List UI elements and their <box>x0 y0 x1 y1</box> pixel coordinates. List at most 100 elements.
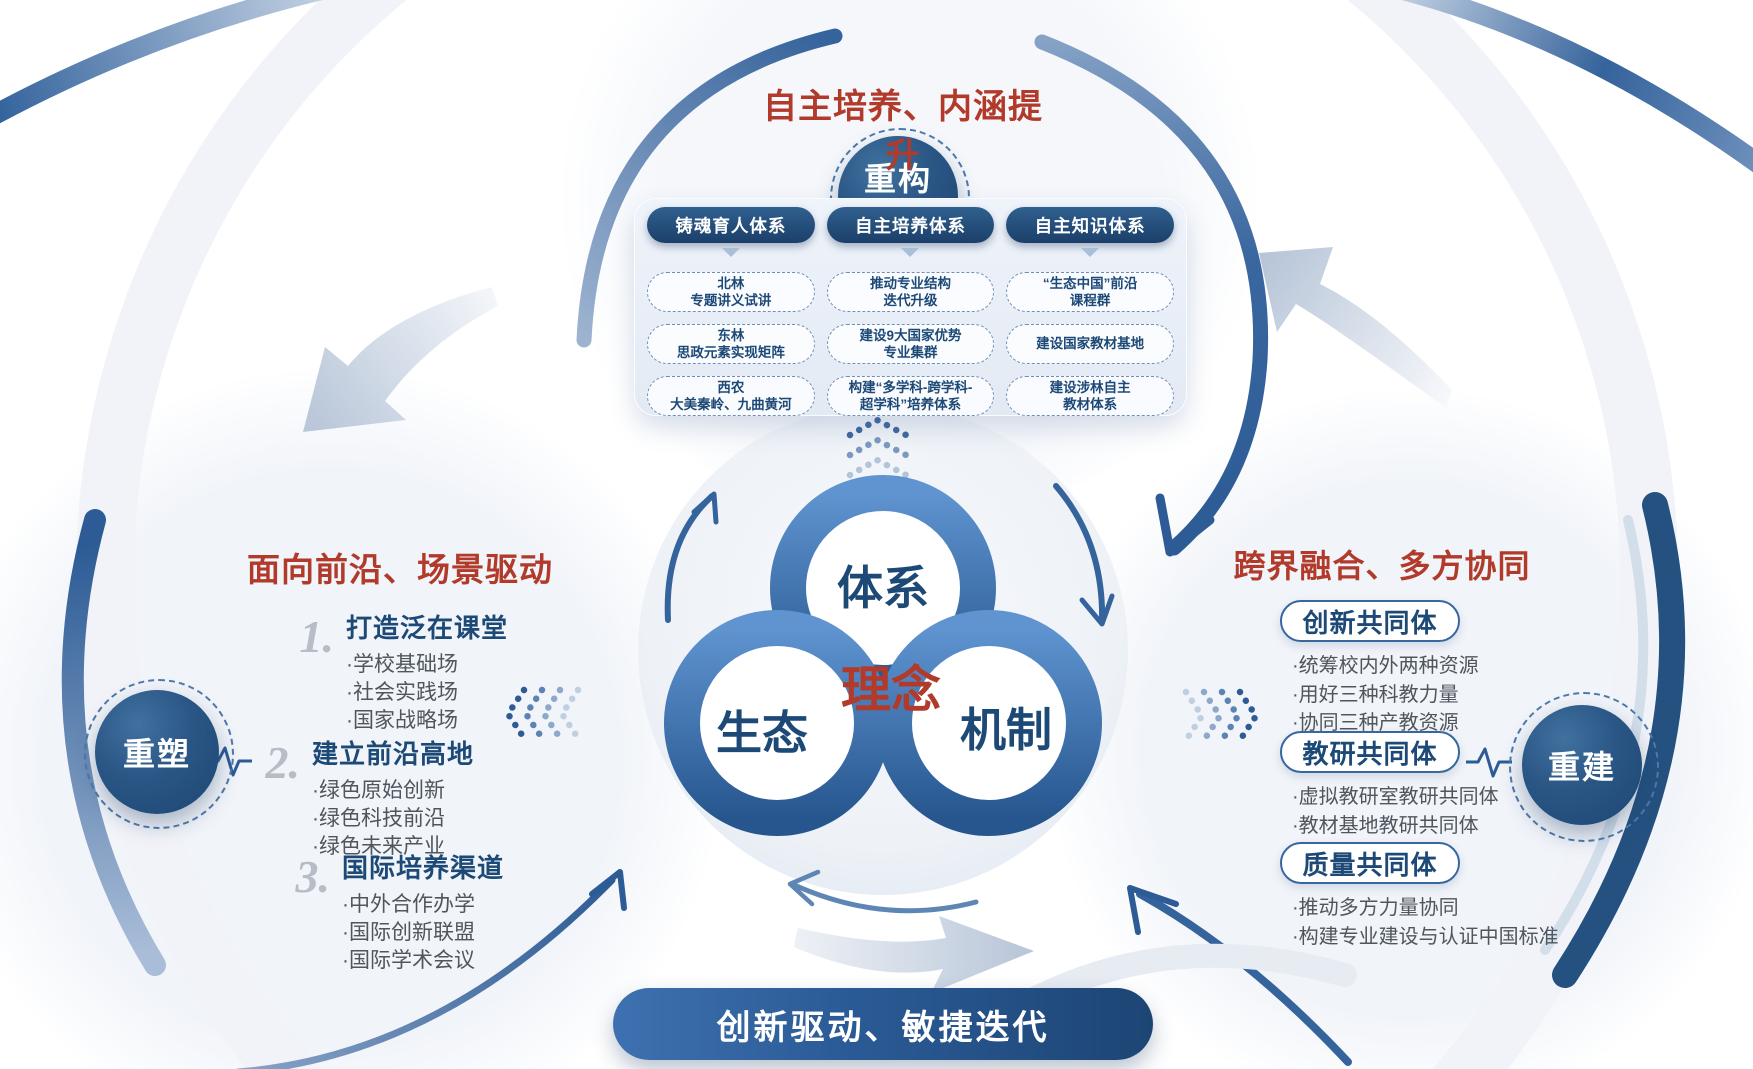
panel-column-1: 铸魂育人体系 北林 专题讲义试讲 东林 思政元素实现矩阵 西农 大美秦岭、九曲黄… <box>647 207 815 416</box>
cycle-arrow-down-right <box>1053 483 1106 625</box>
cycle-arrowhead-down <box>1079 593 1115 627</box>
reshape-left-badge-ring <box>84 679 234 829</box>
panel-item-line: 课程群 <box>1069 293 1111 308</box>
bottom-left-arrowhead <box>589 869 627 911</box>
panel-item-line: 北林 <box>717 275 745 291</box>
ring-right <box>876 610 1102 836</box>
panel-item-line: 专题讲义试讲 <box>690 293 772 308</box>
community-pill: 创新共同体 <box>1280 600 1460 642</box>
bottom-left-arrow-curve <box>236 876 616 1069</box>
panel-item: “生态中国”前沿 课程群 <box>1006 272 1174 312</box>
community-pill: 教研共同体 <box>1280 731 1460 773</box>
panel-item: 东林 思政元素实现矩阵 <box>647 324 815 364</box>
panel-item: 西农 大美秦岭、九曲黄河 <box>647 376 815 416</box>
top-panel-arc-right-arrow <box>1034 34 1269 556</box>
panel-item-line: 思政元素实现矩阵 <box>676 345 785 360</box>
item-heading: 国际培养渠道 <box>342 853 505 883</box>
item-number: 2. <box>265 737 301 788</box>
chevron-down-icon <box>721 248 740 257</box>
panel-item: 构建“多学科-跨学科- 超学科”培养体系 <box>826 376 995 416</box>
panel-item-line: 东林 <box>717 327 745 343</box>
center-label-mechanism: 机制 <box>960 704 1052 756</box>
pulse-line-right <box>1466 747 1512 778</box>
panel-column-2: 自主培养体系 推动专业结构 迭代升级 建设9大国家优势 专业集群 构建“多学科-… <box>826 207 995 416</box>
center-label-concept: 理念 <box>841 662 941 718</box>
panel-item-line: 大美秦岭、九曲黄河 <box>670 397 792 412</box>
arrowhead-down-left <box>1155 493 1215 557</box>
panel-item-line: 建设涉林自主 <box>1049 379 1131 395</box>
item-heading: 打造泛在课堂 <box>346 613 509 643</box>
item-bullet: ·国家战略场 <box>346 709 458 732</box>
gray-arrow-top-left <box>303 287 498 432</box>
column-header-pill: 自主知识体系 <box>1006 207 1174 243</box>
item-heading: 建立前沿高地 <box>312 739 475 769</box>
community-pill: 质量共同体 <box>1280 842 1460 884</box>
top-section-title: 自主培养、内涵提升 <box>763 88 1043 175</box>
bottom-banner: 创新驱动、敏捷迭代 <box>613 988 1153 1060</box>
ring-left <box>664 610 890 836</box>
panel-item-line: 建设国家教材基地 <box>1036 336 1145 352</box>
item-bullet: ·国际学术会议 <box>342 949 475 972</box>
left-item-2: 2. 建立前沿高地 ·绿色原始创新 ·绿色科技前沿 ·绿色未来产业 <box>248 734 474 861</box>
outer-faint-ring <box>76 0 1678 1069</box>
panel-item: 建设涉林自主 教材体系 <box>1006 376 1174 416</box>
panel-item: 推动专业结构 迭代升级 <box>826 272 995 312</box>
right-section-title: 跨界融合、多方协同 <box>1233 548 1531 584</box>
left-item-1: 1. 打造泛在课堂 ·学校基础场 ·社会实践场 ·国家战略场 <box>282 608 508 735</box>
right-group-innovation: 创新共同体 ·统筹校内外两种资源 ·用好三种科教力量 ·协同三种产教资源 <box>1280 600 1479 738</box>
panel-item-line: 构建“多学科-跨学科- <box>848 379 973 395</box>
item-bullet: ·中外合作办学 <box>342 893 475 916</box>
cycle-arrowhead-up <box>691 491 719 525</box>
rebuild-right-badge-label: 重建 <box>1547 749 1616 785</box>
cycle-arrow-left <box>789 881 979 914</box>
center-label-system: 体系 <box>837 562 929 614</box>
gray-arrow-top-right <box>1259 247 1452 408</box>
dotted-chevrons-left <box>504 686 582 742</box>
right-group-quality: 质量共同体 ·推动多方力量协同 ·构建专业建设与认证中国标准 <box>1280 842 1559 951</box>
chevron-down-icon <box>1081 248 1100 257</box>
item-number: 3. <box>295 851 331 902</box>
item-bullet: ·绿色未来产业 <box>312 835 445 858</box>
cycle-arrowhead-left <box>787 869 821 907</box>
left-section-title: 面向前沿、场景驱动 <box>247 551 553 588</box>
left-item-3: 3. 国际培养渠道 ·中外合作办学 ·国际创新联盟 ·国际学术会议 <box>278 848 504 975</box>
item-bullet: ·国际创新联盟 <box>342 921 475 944</box>
group-bullet: ·协同三种产教资源 <box>1292 712 1459 734</box>
panel-item-line: 建设9大国家优势 <box>859 327 962 343</box>
panel-item: 北林 专题讲义试讲 <box>647 272 815 312</box>
item-bullet: ·社会实践场 <box>346 681 458 704</box>
rebuild-right-badge: 重建 <box>1522 705 1642 825</box>
right-crescent-arc <box>1552 492 1686 988</box>
panel-item-line: 推动专业结构 <box>869 275 951 291</box>
panel-item-line: 超学科”培养体系 <box>859 397 962 412</box>
group-bullet: ·用好三种科教力量 <box>1292 683 1459 706</box>
center-label-ecology: 生态 <box>716 707 808 759</box>
right-group-teaching-research: 教研共同体 ·虚拟教研室教研共同体 ·教材基地教研共同体 <box>1280 731 1499 840</box>
item-number: 1. <box>299 611 335 662</box>
rebuild-top-badge-label: 重构 <box>863 161 932 197</box>
gray-arrow-bottom-center <box>794 916 1034 993</box>
column-header-pill: 自主培养体系 <box>826 207 995 243</box>
group-bullet: ·统筹校内外两种资源 <box>1292 655 1479 677</box>
panel-item-line: “生态中国”前沿 <box>1042 275 1138 291</box>
column-header-pill: 铸魂育人体系 <box>647 207 815 243</box>
top-panel: 铸魂育人体系 北林 专题讲义试讲 东林 思政元素实现矩阵 西农 大美秦岭、九曲黄… <box>634 198 1187 416</box>
panel-item-line: 西农 <box>717 379 745 395</box>
panel-column-3: 自主知识体系 “生态中国”前沿 课程群 建设国家教材基地 建设涉林自主 教材体系 <box>1006 207 1174 416</box>
reshape-left-badge: 重塑 <box>95 690 219 814</box>
panel-item: 建设国家教材基地 <box>1006 324 1174 364</box>
item-bullet: ·绿色科技前沿 <box>312 807 445 830</box>
bottom-right-arrowhead <box>1127 885 1179 935</box>
corner-arc-top-left <box>0 0 323 124</box>
reshape-left-badge-label: 重塑 <box>122 736 191 772</box>
dotted-chevrons-up <box>846 416 910 479</box>
top-panel-arc-left <box>576 28 843 348</box>
dotted-chevrons-right <box>1182 688 1260 744</box>
item-bullet: ·绿色原始创新 <box>312 779 445 802</box>
left-crescent-arc <box>61 509 166 976</box>
corner-arc-top-right <box>1401 0 1753 173</box>
group-bullet: ·构建专业建设与认证中国标准 <box>1292 925 1559 948</box>
rebuild-right-badge-ring <box>1509 692 1659 842</box>
